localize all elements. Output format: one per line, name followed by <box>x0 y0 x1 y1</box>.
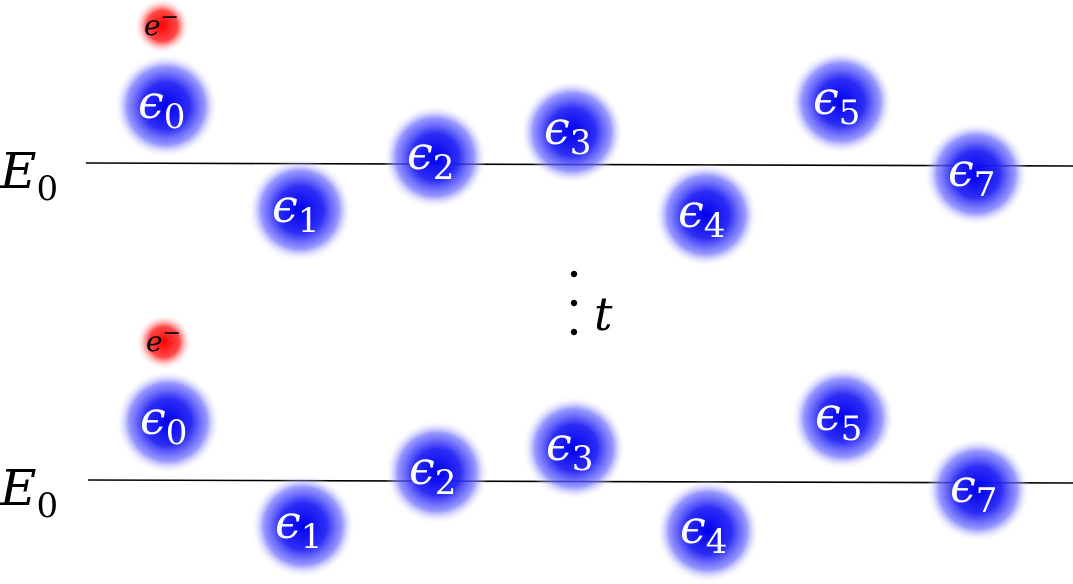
site-orbital <box>251 474 355 578</box>
site-orbital <box>791 366 895 470</box>
site-label-index: 0 <box>164 97 186 137</box>
site-4: ϵ4 <box>656 479 760 583</box>
site-label-symbol: ϵ <box>140 391 166 445</box>
electron-cloud <box>136 314 192 370</box>
site-label: ϵ7 <box>948 143 995 205</box>
site-label: ϵ5 <box>815 387 862 449</box>
ellipsis-dot-1 <box>570 270 578 278</box>
site-orbital <box>654 163 758 267</box>
site-label-index: 2 <box>435 463 457 503</box>
site-label: ϵ3 <box>544 101 591 163</box>
site-orbital <box>114 54 218 158</box>
site-label-index: 7 <box>974 165 996 205</box>
site-label-index: 4 <box>706 522 728 562</box>
site-label-symbol: ϵ <box>546 417 572 471</box>
site-label: ϵ4 <box>680 500 727 562</box>
site-label: ϵ1 <box>275 495 322 557</box>
site-orbital <box>522 396 626 500</box>
site-label-symbol: ϵ <box>680 500 706 554</box>
energy-level-label: E0 <box>0 459 58 526</box>
energy-level-label-main: E <box>0 142 37 200</box>
site-label-symbol: ϵ <box>950 459 976 513</box>
electron-label-main: e <box>144 9 161 42</box>
electron-label: e− <box>144 5 179 42</box>
site-label-index: 5 <box>839 93 861 133</box>
site-label-symbol: ϵ <box>138 75 164 129</box>
site-label: ϵ3 <box>546 417 593 479</box>
electron-label-sup: − <box>161 5 179 30</box>
site-label-index: 0 <box>166 413 188 453</box>
site-label: ϵ5 <box>813 71 860 133</box>
time-symbol: t <box>594 287 613 341</box>
site-label: ϵ2 <box>407 126 454 188</box>
site-3: ϵ3 <box>522 396 626 500</box>
site-label: ϵ4 <box>678 184 725 246</box>
electron: e− <box>136 314 192 370</box>
site-2: ϵ2 <box>383 105 487 209</box>
site-label: ϵ0 <box>140 391 187 453</box>
site-label-index: 5 <box>841 409 863 449</box>
site-label-symbol: ϵ <box>815 387 841 441</box>
site-label: ϵ7 <box>950 459 997 521</box>
electron-label-sup: − <box>163 321 181 346</box>
site-label-symbol: ϵ <box>409 441 435 495</box>
site-label-index: 1 <box>301 517 323 557</box>
site-label-symbol: ϵ <box>275 495 301 549</box>
site-orbital <box>383 105 487 209</box>
site-orbital <box>656 479 760 583</box>
site-label-index: 4 <box>704 206 726 246</box>
site-label-symbol: ϵ <box>813 71 839 125</box>
site-orbital <box>789 50 893 154</box>
site-2: ϵ2 <box>385 420 489 524</box>
site-label: ϵ1 <box>272 179 319 241</box>
site-label-index: 3 <box>572 439 594 479</box>
site-label: ϵ0 <box>138 75 185 137</box>
electron: e− <box>134 0 190 54</box>
energy-level-label-sub: 0 <box>37 169 59 209</box>
site-label-index: 3 <box>570 123 592 163</box>
site-5: ϵ5 <box>791 366 895 470</box>
site-7: ϵ7 <box>924 122 1028 226</box>
site-1: ϵ1 <box>248 158 352 262</box>
site-label-symbol: ϵ <box>544 101 570 155</box>
electron-cloud <box>134 0 190 54</box>
electron-label: e− <box>146 321 181 358</box>
site-label-index: 2 <box>433 148 455 188</box>
site-orbital <box>248 158 352 262</box>
site-label-index: 1 <box>298 201 320 241</box>
ellipsis-dot-2 <box>570 299 578 307</box>
energy-level-label-sub: 0 <box>37 486 59 526</box>
site-1: ϵ1 <box>251 474 355 578</box>
site-label: ϵ2 <box>409 441 456 503</box>
ellipsis-dot-3 <box>570 328 578 336</box>
site-label-symbol: ϵ <box>272 179 298 233</box>
site-label-symbol: ϵ <box>407 126 433 180</box>
site-orbital <box>116 370 220 474</box>
site-orbital <box>520 80 624 184</box>
site-orbital <box>924 122 1028 226</box>
site-0: ϵ0 <box>114 54 218 158</box>
site-orbital <box>385 420 489 524</box>
energy-level-label: E0 <box>0 142 58 209</box>
site-3: ϵ3 <box>520 80 624 184</box>
site-label-symbol: ϵ <box>948 143 974 197</box>
site-label-index: 7 <box>976 481 998 521</box>
energy-level-label-main: E <box>0 459 37 517</box>
site-4: ϵ4 <box>654 163 758 267</box>
site-label-symbol: ϵ <box>678 184 704 238</box>
site-7: ϵ7 <box>926 438 1030 542</box>
time-evolution-marker: t <box>570 270 613 341</box>
site-orbital <box>926 438 1030 542</box>
site-0: ϵ0 <box>116 370 220 474</box>
site-5: ϵ5 <box>789 50 893 154</box>
electron-label-main: e <box>146 325 163 358</box>
